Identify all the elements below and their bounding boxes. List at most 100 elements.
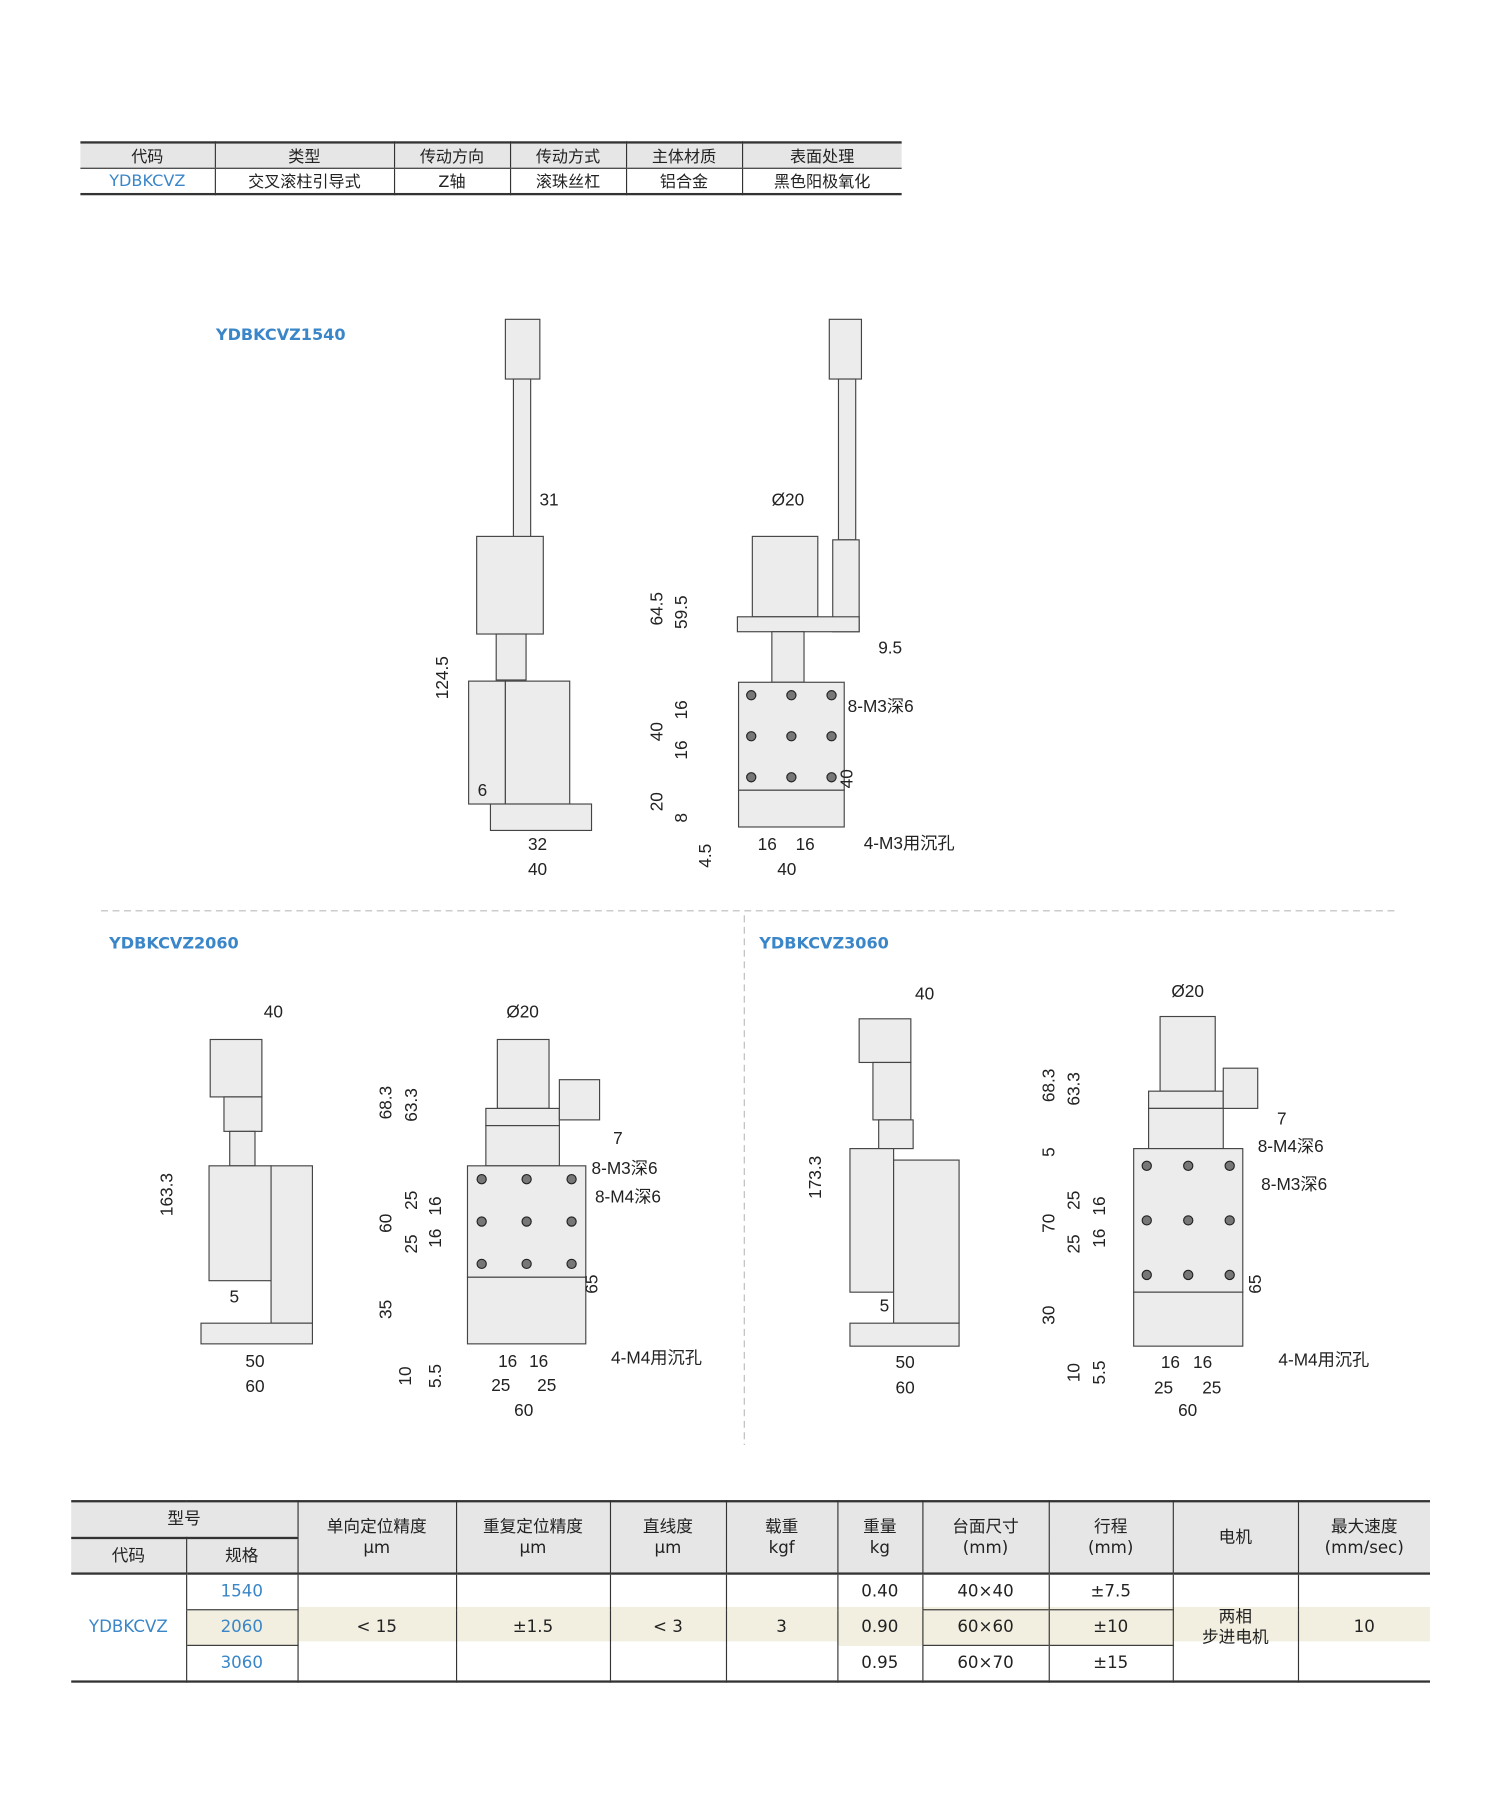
- cell-unidirectional-accuracy: < 15: [296, 1573, 456, 1682]
- header-unit: μm: [363, 1538, 391, 1557]
- dimension-label: 5: [1038, 1147, 1058, 1157]
- dimension-label: 25: [1064, 1234, 1084, 1253]
- header-col-7: 电机: [1172, 1501, 1298, 1575]
- cell-code: YDBKCVZ: [109, 171, 186, 191]
- mounting-hole: [566, 1174, 577, 1185]
- dimension-label: 5.5: [1089, 1361, 1109, 1385]
- shaft: [878, 1119, 914, 1150]
- mounting-hole: [476, 1258, 487, 1270]
- header-col-6: 行程(mm): [1048, 1501, 1173, 1575]
- cell-spec: 3060: [185, 1644, 298, 1682]
- mounting-hole: [1141, 1215, 1152, 1226]
- dimension-label: 4-M4用沉孔: [611, 1347, 702, 1367]
- mounting-hole: [1141, 1160, 1152, 1171]
- dimension-label: 63.3: [401, 1088, 421, 1122]
- dimension-label: 6: [478, 780, 488, 800]
- dimension-label: 5.5: [425, 1364, 445, 1388]
- dimension-label: 25: [1202, 1377, 1221, 1397]
- cell-table-size: 60×70: [921, 1644, 1049, 1682]
- mounting-hole: [746, 772, 757, 783]
- dimension-label: 8-M4深6: [1258, 1136, 1324, 1156]
- cell-table-size: 60×60: [921, 1609, 1049, 1646]
- cell-table-size: 40×40: [921, 1573, 1049, 1610]
- dimension-label: 30: [1038, 1306, 1058, 1325]
- dimension-label: 16: [671, 700, 691, 719]
- header-drive: 传动方式: [509, 142, 626, 169]
- mounting-hole: [566, 1216, 577, 1227]
- mounting-hole: [826, 772, 837, 783]
- header-unit: kgf: [768, 1538, 795, 1557]
- dimension-label: 25: [401, 1234, 421, 1253]
- dimension-label: 163.3: [156, 1173, 176, 1216]
- cell-max-speed: 10: [1297, 1573, 1431, 1682]
- motor-line2: 步进电机: [1202, 1628, 1269, 1648]
- header-unit: kg: [869, 1538, 890, 1557]
- dimension-label: 65: [581, 1275, 601, 1294]
- dimension-label: 5: [880, 1296, 890, 1316]
- mounting-hole: [566, 1258, 577, 1270]
- dimension-label: 25: [401, 1191, 421, 1210]
- mounting-hole: [521, 1174, 532, 1185]
- motor-body: [858, 1018, 912, 1064]
- motor-block: [223, 1096, 263, 1132]
- dimension-label: 4-M3用沉孔: [864, 833, 955, 853]
- header-name: 重复定位精度: [482, 1517, 583, 1537]
- mounting-hole: [1183, 1215, 1194, 1226]
- header-name: 最大速度: [1330, 1517, 1398, 1537]
- dimension-label: 25: [537, 1375, 556, 1395]
- header-unit: μm: [519, 1538, 547, 1557]
- mounting-hole: [786, 772, 797, 783]
- base: [200, 1322, 313, 1345]
- carriage: [208, 1165, 272, 1282]
- table-row: YDBKCVZ 1540 < 15 ±1.5 < 3 3 0.40 40×40 …: [71, 1573, 1431, 1682]
- cable: [837, 378, 857, 541]
- header-name: 台面尺寸: [952, 1517, 1019, 1537]
- cell-finish: 黑色阳极氧化: [741, 168, 902, 195]
- dimension-label: 16: [1161, 1352, 1180, 1372]
- cell-weight: 0.40: [836, 1573, 923, 1610]
- dimension-label: 173.3: [805, 1156, 825, 1199]
- drawing-title-1540: YDBKCVZ1540: [215, 325, 346, 344]
- mounting-hole: [1224, 1215, 1235, 1226]
- connector: [828, 318, 863, 380]
- dimension-label: 124.5: [432, 656, 452, 699]
- cell-stroke: ±7.5: [1048, 1573, 1173, 1610]
- dimension-label: 7: [1277, 1108, 1287, 1128]
- header-unit: μm: [654, 1538, 682, 1557]
- dimension-label: Ø20: [506, 1002, 539, 1022]
- header-code: 代码: [80, 142, 215, 169]
- dimension-label: 16: [671, 740, 691, 759]
- dimension-label: 32: [528, 834, 547, 854]
- header-col-8: 最大速度(mm/sec): [1297, 1501, 1431, 1575]
- mounting-hole: [826, 731, 837, 742]
- header-col-5: 台面尺寸(mm): [921, 1501, 1049, 1575]
- header-name: 电机: [1218, 1528, 1252, 1547]
- table-row: 2060 0.90 60×60 ±10: [71, 1609, 1430, 1646]
- dimension-label: 40: [915, 983, 934, 1003]
- header-finish: 表面处理: [741, 142, 902, 169]
- motor-body: [209, 1038, 263, 1098]
- mounting-hole: [521, 1258, 532, 1270]
- drawing-title-2060: YDBKCVZ2060: [108, 934, 239, 953]
- cell-motor: 两相步进电机: [1172, 1573, 1298, 1682]
- dimension-label: 40: [647, 722, 667, 741]
- dimension-label: 4.5: [695, 844, 715, 868]
- header-name: 载重: [764, 1517, 799, 1537]
- dimension-label: 35: [376, 1300, 396, 1319]
- dimension-label: 8-M4深6: [595, 1187, 661, 1207]
- header-type: 类型: [214, 142, 394, 169]
- header-model: 型号: [71, 1501, 298, 1540]
- dimension-label: 40: [528, 859, 547, 879]
- technical-drawings: YDBKCVZ1540 YDBKCVZ2060 YDBKCVZ3060 3112…: [101, 318, 1399, 1445]
- carriage: [468, 680, 506, 805]
- header-unit: (mm): [1087, 1538, 1134, 1557]
- cell-spec: 2060: [185, 1609, 298, 1646]
- dimension-label: 70: [1038, 1214, 1058, 1233]
- motor-body: [751, 535, 819, 618]
- coupling: [495, 633, 527, 681]
- dimension-label: 16: [529, 1351, 548, 1371]
- spec-header-row: 代码 类型 传动方向 传动方式 主体材质 表面处理: [80, 142, 902, 169]
